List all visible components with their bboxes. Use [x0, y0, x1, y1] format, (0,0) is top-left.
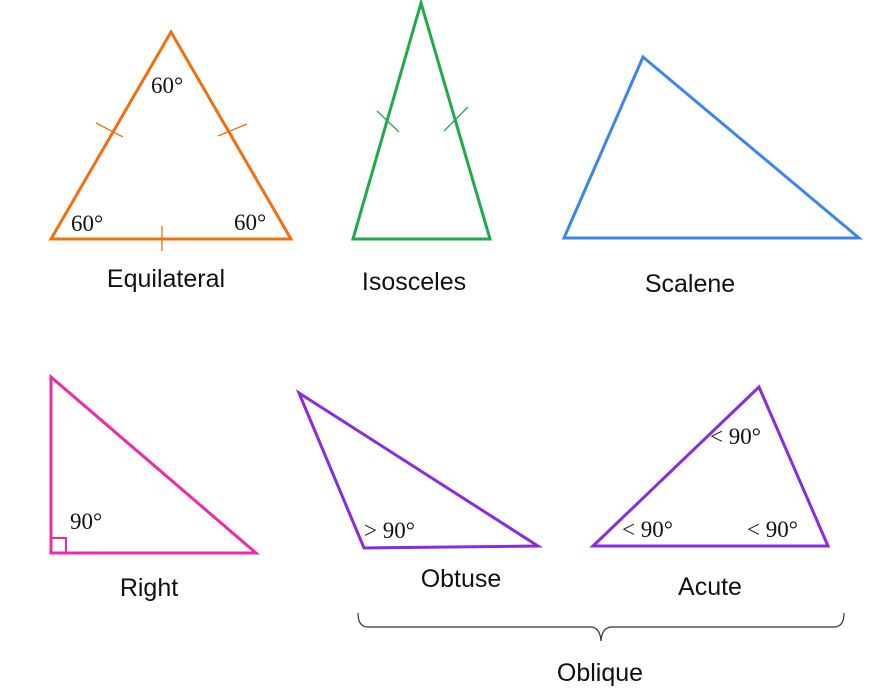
obtuse-triangle-group: > 90° Obtuse — [295, 389, 544, 593]
equilateral-top-angle: 60° — [151, 73, 183, 98]
equilateral-left-angle: 60° — [71, 211, 103, 236]
isosceles-right-tick — [443, 106, 469, 132]
isosceles-left-tick — [376, 110, 400, 133]
right-angle-marker — [50, 537, 67, 554]
oblique-group: Oblique — [357, 612, 845, 687]
right-triangle — [49, 373, 261, 555]
right-angle-label: 90° — [70, 509, 102, 534]
isosceles-triangle-group: Isosceles — [351, 0, 493, 296]
equilateral-triangle — [48, 29, 294, 241]
obtuse-angle-label: > 90° — [364, 518, 415, 543]
acute-right-angle: < 90° — [747, 517, 798, 542]
acute-left-angle: < 90° — [622, 517, 673, 542]
equilateral-label: Equilateral — [107, 265, 225, 293]
scalene-label: Scalene — [645, 270, 735, 298]
obtuse-triangle — [295, 389, 544, 550]
scalene-triangle-group: Scalene — [561, 54, 864, 298]
obtuse-label: Obtuse — [421, 565, 502, 593]
right-triangle-group: 90° Right — [49, 373, 261, 602]
isosceles-triangle — [351, 0, 493, 241]
equilateral-right-angle: 60° — [234, 210, 266, 235]
acute-top-angle: < 90° — [710, 424, 761, 449]
oblique-label: Oblique — [557, 659, 643, 687]
isosceles-label: Isosceles — [362, 268, 466, 296]
equilateral-right-tick — [217, 123, 248, 137]
equilateral-triangle-group: 60° 60° 60° Equilateral — [48, 29, 294, 293]
acute-triangle-group: < 90° < 90° < 90° Acute — [589, 384, 831, 601]
right-label: Right — [120, 574, 178, 602]
equilateral-left-tick — [95, 122, 124, 138]
acute-triangle — [589, 384, 831, 548]
acute-label: Acute — [678, 573, 742, 601]
scalene-triangle — [561, 54, 864, 240]
oblique-brace — [357, 612, 845, 642]
